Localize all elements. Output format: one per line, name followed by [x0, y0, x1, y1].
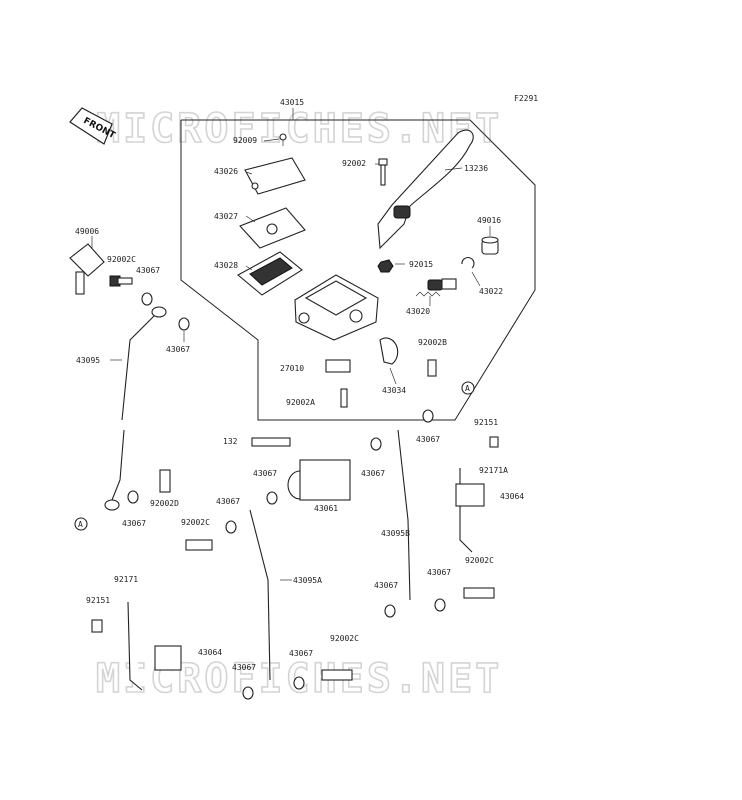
piston-assembly-43020	[415, 278, 457, 297]
label-49016: 49016	[477, 216, 501, 225]
brake-hose-43095b	[397, 429, 411, 601]
label-92002b: 92002B	[418, 338, 447, 347]
washer-43067-d	[266, 491, 278, 505]
label-43067-e: 43067	[361, 469, 385, 478]
brake-hose-43095	[104, 306, 167, 511]
ref-marker-a-top: A	[461, 381, 475, 395]
label-92151-b: 92151	[86, 596, 110, 605]
label-92002c-3: 92002C	[465, 556, 494, 565]
bolt-92002d	[159, 469, 171, 493]
label-43067-h: 43067	[374, 581, 398, 590]
washer-43067-a	[141, 292, 153, 306]
washer-43067-i	[434, 598, 446, 612]
bolt-92151-right	[489, 436, 499, 448]
bolt-92002c-right	[463, 587, 495, 599]
ref-marker-a-bottom: A	[74, 517, 88, 531]
boot-49016	[481, 236, 499, 255]
brake-hose-43095a	[249, 509, 271, 681]
label-92151-a: 92151	[474, 418, 498, 427]
label-92002c-1: 92002C	[107, 255, 136, 264]
washer-43067-b	[178, 317, 190, 331]
label-92002d: 92002D	[150, 499, 179, 508]
brake-lever-13236	[377, 129, 474, 250]
watermark-top: MICROFICHES.NET	[96, 106, 502, 152]
label-13236: 13236	[464, 164, 488, 173]
label-43067-c: 43067	[416, 435, 440, 444]
label-92015: 92015	[409, 260, 433, 269]
label-92002c-2: 92002C	[181, 518, 210, 527]
bolt-92002c-mid	[185, 539, 213, 551]
label-43022: 43022	[479, 287, 503, 296]
bolt-92002c-lower	[321, 669, 353, 681]
label-43095: 43095	[76, 356, 100, 365]
washer-43067-f	[127, 490, 139, 504]
label-92171: 92171	[114, 575, 138, 584]
screw-92009	[279, 133, 287, 146]
washer-43067-g	[225, 520, 237, 534]
label-43095b: 43095B	[381, 529, 410, 538]
label-43067-f: 43067	[122, 519, 146, 528]
bolt-92002b	[427, 359, 437, 377]
svg-text:A: A	[78, 520, 83, 529]
bracket-92171	[127, 601, 143, 691]
nut-92015	[377, 259, 394, 273]
label-92171a: 92171A	[479, 466, 508, 475]
clamp-43034	[379, 337, 399, 365]
label-27010: 27010	[280, 364, 304, 373]
assembly-frame	[180, 119, 536, 421]
label-43067-g: 43067	[216, 497, 240, 506]
washer-43067-h	[384, 604, 396, 618]
rear-master-cylinder-43061	[287, 459, 351, 501]
label-92002: 92002	[342, 159, 366, 168]
brake-switch-27010	[325, 359, 351, 373]
reservoir-43064-right	[455, 483, 485, 507]
label-43015: 43015	[280, 98, 304, 107]
reservoir-cap-43026	[244, 157, 306, 195]
label-49006: 49006	[75, 227, 99, 236]
diagram-code: F2291	[514, 94, 538, 103]
label-43067-b: 43067	[166, 345, 190, 354]
diaphragm-plate-43027	[239, 207, 306, 249]
washer-43067-j	[242, 686, 254, 700]
label-92002c-4: 92002C	[330, 634, 359, 643]
svg-text:A: A	[465, 384, 470, 393]
pivot-bolt-92002	[378, 158, 388, 186]
bolt-92151-left	[91, 619, 103, 633]
reservoir-43064-left	[154, 645, 182, 671]
washer-43067-k	[293, 676, 305, 690]
label-43067-i: 43067	[427, 568, 451, 577]
label-43026: 43026	[214, 167, 238, 176]
label-92002a: 92002A	[286, 398, 315, 407]
label-43027: 43027	[214, 212, 238, 221]
cap-49006	[69, 243, 105, 295]
label-43067-a: 43067	[136, 266, 160, 275]
label-43067-d: 43067	[253, 469, 277, 478]
label-43064-a: 43064	[500, 492, 524, 501]
label-43034: 43034	[382, 386, 406, 395]
bracket-92171a	[459, 468, 473, 553]
master-cylinder-body	[294, 274, 379, 341]
label-92009: 92009	[233, 136, 257, 145]
diaphragm-43028	[237, 251, 303, 296]
washer-43067-c	[422, 409, 434, 423]
circlip-43022	[461, 257, 475, 269]
label-43095a: 43095A	[293, 576, 322, 585]
washer-43067-e	[370, 437, 382, 451]
bolt-132	[251, 437, 291, 447]
label-43067-j: 43067	[232, 663, 256, 672]
label-43061: 43061	[314, 504, 338, 513]
label-43067-k: 43067	[289, 649, 313, 658]
bolt-92002c-left	[109, 275, 133, 287]
label-132: 132	[223, 437, 238, 446]
label-43028: 43028	[214, 261, 238, 270]
label-43020: 43020	[406, 307, 430, 316]
bolt-92002a	[340, 388, 348, 408]
label-43064-b: 43064	[198, 648, 222, 657]
